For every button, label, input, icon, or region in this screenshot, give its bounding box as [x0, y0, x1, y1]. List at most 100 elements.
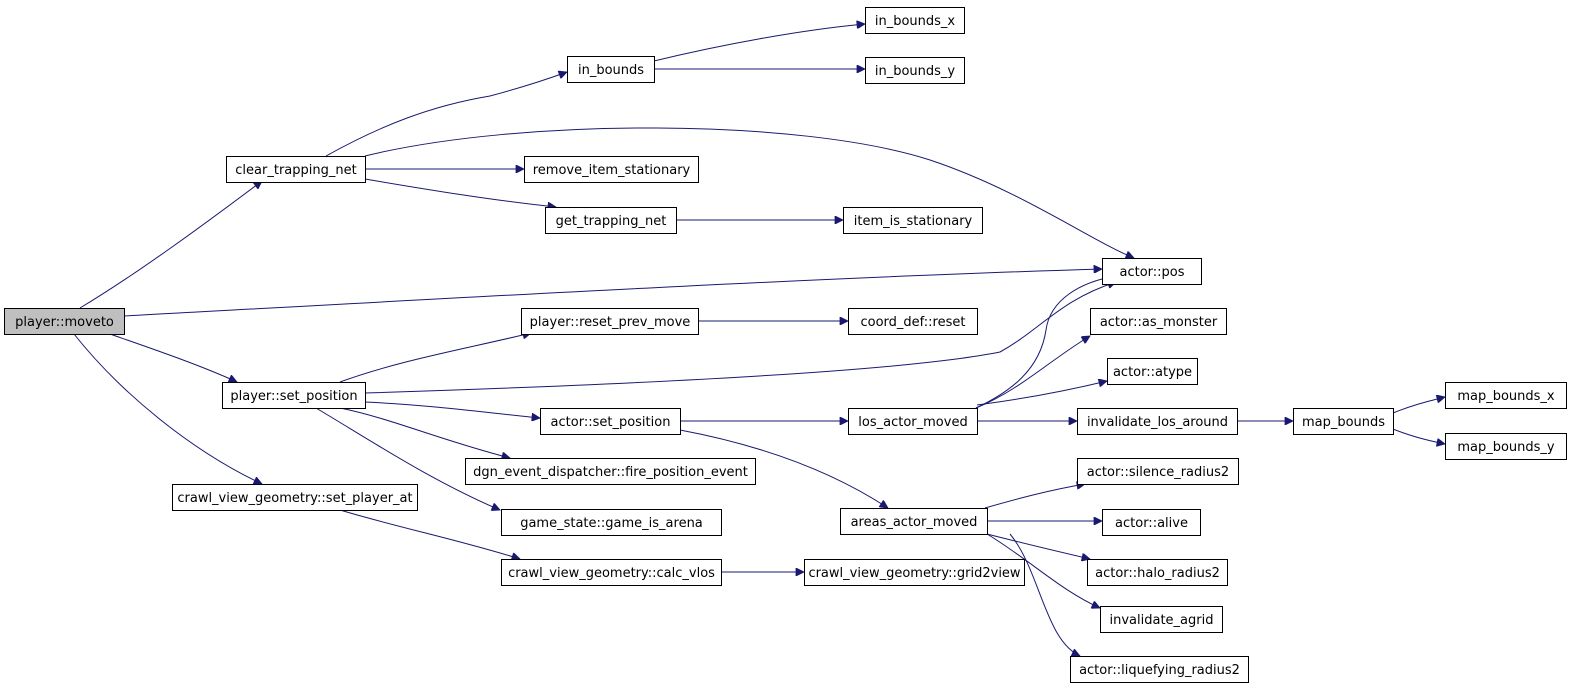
function-node-box: [226, 156, 366, 183]
function-node-label: in_bounds_y: [875, 64, 956, 79]
function-node-box: [1087, 559, 1228, 586]
function-node-player-reset-prev-move[interactable]: player::reset_prev_move: [521, 308, 699, 335]
function-node-box: [524, 156, 699, 183]
function-node-box: [1107, 358, 1198, 385]
function-node-box: [848, 408, 978, 435]
function-node-grid2view[interactable]: crawl_view_geometry::grid2view: [804, 559, 1025, 586]
function-node-actor-liquefying-radius2[interactable]: actor::liquefying_radius2: [1070, 656, 1249, 683]
function-node-map-bounds-y[interactable]: map_bounds_y: [1445, 433, 1567, 460]
function-node-get-trapping-net[interactable]: get_trapping_net: [545, 207, 677, 234]
call-edge-player_set_position-to-game_is_arena: [315, 407, 500, 510]
function-node-box: [1293, 408, 1394, 435]
function-node-label: invalidate_agrid: [1110, 613, 1214, 628]
function-node-box: [1445, 382, 1567, 409]
function-node-actor-silence-radius2[interactable]: actor::silence_radius2: [1077, 458, 1239, 485]
function-node-item-is-stationary[interactable]: item_is_stationary: [843, 207, 983, 234]
function-node-actor-atype[interactable]: actor::atype: [1107, 358, 1198, 385]
function-node-label: in_bounds: [578, 63, 644, 78]
call-edge-map_bounds-to-map_bounds_x: [1392, 397, 1445, 414]
function-node-label: actor::silence_radius2: [1087, 465, 1229, 480]
call-edge-in_bounds-to-in_bounds_x: [653, 24, 865, 62]
function-node-label: map_bounds_x: [1457, 389, 1555, 404]
function-node-label: in_bounds_x: [875, 14, 956, 29]
function-node-label: map_bounds_y: [1457, 440, 1555, 455]
function-node-fire-position-event[interactable]: dgn_event_dispatcher::fire_position_even…: [465, 458, 756, 485]
function-node-actor-alive[interactable]: actor::alive: [1102, 509, 1201, 536]
function-node-actor-as-monster[interactable]: actor::as_monster: [1090, 308, 1227, 335]
function-node-box: [1102, 509, 1201, 536]
function-node-in-bounds-y[interactable]: in_bounds_y: [865, 57, 965, 84]
call-edge-player_set_position-to-player_reset_prev_move: [339, 333, 531, 383]
function-node-box: [4, 308, 125, 335]
function-node-label: actor::atype: [1113, 365, 1192, 380]
call-edge-los_actor_moved-to-actor_as_monster: [975, 336, 1090, 409]
function-node-invalidate-agrid[interactable]: invalidate_agrid: [1100, 606, 1223, 633]
call-edge-player_set_position-to-actor_pos: [364, 282, 1116, 394]
call-edge-set_player_at-to-calc_vlos: [339, 509, 520, 559]
call-edge-areas_actor_moved-to-actor_liquefying_radius2: [1009, 533, 1080, 656]
function-node-in-bounds-x[interactable]: in_bounds_x: [865, 7, 965, 34]
call-edge-actor_set_position-to-areas_actor_moved: [679, 429, 888, 508]
function-node-label: actor::alive: [1115, 516, 1188, 531]
call-edge-los_actor_moved-to-actor_pos: [975, 276, 1116, 409]
function-node-actor-halo-radius2[interactable]: actor::halo_radius2: [1087, 559, 1228, 586]
function-node-label: areas_actor_moved: [851, 515, 978, 530]
call-edge-areas_actor_moved-to-actor_halo_radius2: [986, 533, 1090, 559]
function-node-box: [501, 559, 722, 586]
function-node-map-bounds[interactable]: map_bounds: [1293, 408, 1394, 435]
function-node-box: [521, 308, 699, 335]
function-node-clear-trapping-net[interactable]: clear_trapping_net: [226, 156, 366, 183]
function-node-label: item_is_stationary: [854, 214, 973, 229]
function-node-los-actor-moved[interactable]: los_actor_moved: [848, 408, 978, 435]
function-node-label: player::set_position: [230, 389, 357, 404]
call-edge-moveto-to-clear_trapping_net: [79, 181, 262, 309]
function-node-label: map_bounds: [1302, 415, 1385, 430]
function-node-label: crawl_view_geometry::calc_vlos: [508, 566, 715, 581]
function-node-set-player-at[interactable]: crawl_view_geometry::set_player_at: [172, 484, 418, 511]
function-node-player-set-position[interactable]: player::set_position: [222, 382, 366, 409]
call-edge-areas_actor_moved-to-actor_silence_radius2: [984, 484, 1085, 509]
function-node-box: [865, 7, 965, 34]
function-node-moveto[interactable]: player::moveto: [4, 308, 125, 335]
function-node-actor-set-position[interactable]: actor::set_position: [540, 408, 681, 435]
function-node-invalidate-los-around[interactable]: invalidate_los_around: [1077, 408, 1238, 435]
function-node-actor-pos[interactable]: actor::pos: [1102, 258, 1202, 285]
function-node-box: [1070, 656, 1249, 683]
function-node-box: [848, 308, 978, 335]
function-node-box: [1077, 458, 1239, 485]
function-node-game-is-arena[interactable]: game_state::game_is_arena: [501, 509, 722, 536]
function-node-in-bounds[interactable]: in_bounds: [567, 56, 655, 83]
function-node-remove-item-stationary[interactable]: remove_item_stationary: [524, 156, 699, 183]
call-edge-moveto-to-set_player_at: [73, 333, 262, 484]
call-edge-moveto-to-player_set_position: [109, 333, 237, 382]
function-node-coord-def-reset[interactable]: coord_def::reset: [848, 308, 978, 335]
function-node-box: [540, 408, 681, 435]
function-node-label: actor::pos: [1119, 265, 1184, 280]
function-node-box: [1090, 308, 1227, 335]
function-node-box: [501, 509, 722, 536]
function-node-label: clear_trapping_net: [235, 163, 356, 178]
function-node-label: coord_def::reset: [861, 315, 966, 330]
function-node-box: [1445, 433, 1567, 460]
call-edge-moveto-to-actor_pos: [123, 269, 1102, 317]
function-node-label: actor::liquefying_radius2: [1079, 663, 1240, 678]
function-node-areas-actor-moved[interactable]: areas_actor_moved: [840, 508, 988, 535]
call-edge-los_actor_moved-to-actor_atype: [976, 381, 1107, 406]
function-node-box: [840, 508, 988, 535]
function-node-label: actor::as_monster: [1100, 315, 1218, 330]
function-node-label: get_trapping_net: [556, 214, 667, 229]
function-node-label: invalidate_los_around: [1087, 415, 1228, 430]
function-node-label: actor::set_position: [551, 415, 671, 430]
function-node-map-bounds-x[interactable]: map_bounds_x: [1445, 382, 1567, 409]
call-edge-clear_trapping_net-to-actor_pos: [364, 127, 1134, 258]
function-node-box: [1100, 606, 1223, 633]
function-node-label: player::reset_prev_move: [530, 315, 691, 330]
function-node-calc-vlos[interactable]: crawl_view_geometry::calc_vlos: [501, 559, 722, 586]
function-node-box: [1102, 258, 1202, 285]
function-node-box: [567, 56, 655, 83]
function-node-box: [222, 382, 366, 409]
function-nodes: player::moveto clear_trapping_net in_bound…: [4, 7, 1567, 683]
function-node-label: game_state::game_is_arena: [520, 516, 703, 531]
function-node-label: crawl_view_geometry::grid2view: [808, 566, 1020, 581]
